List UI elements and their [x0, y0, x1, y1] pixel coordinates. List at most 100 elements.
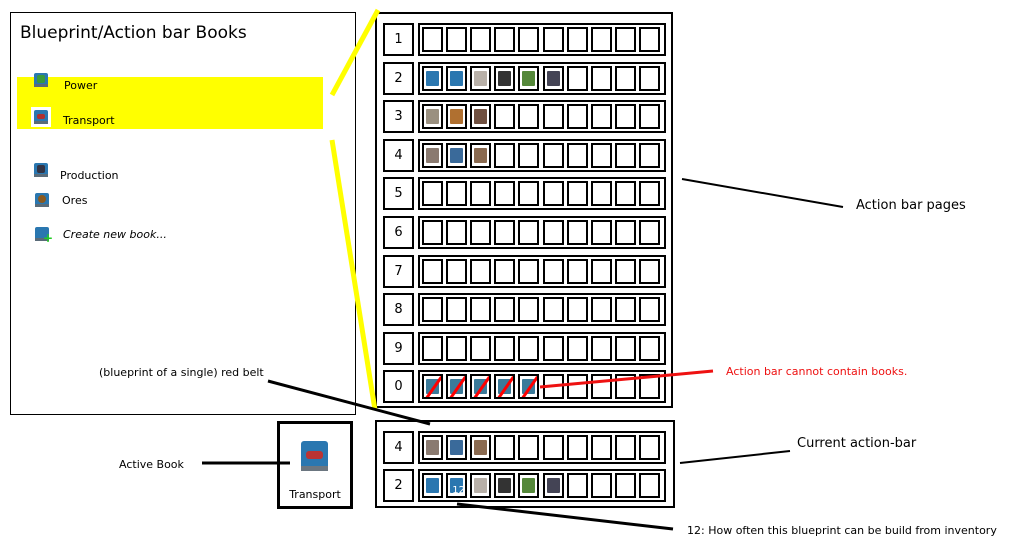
- slot[interactable]: [639, 473, 660, 498]
- slot[interactable]: [518, 65, 539, 91]
- slot[interactable]: [591, 181, 612, 207]
- slot[interactable]: [422, 374, 443, 400]
- active-book[interactable]: Transport: [277, 421, 353, 509]
- slot[interactable]: [518, 142, 539, 168]
- slot[interactable]: [422, 435, 443, 460]
- slot[interactable]: [494, 104, 515, 130]
- slot[interactable]: [591, 220, 612, 245]
- slot[interactable]: [518, 473, 539, 498]
- current_action_bar-page-label[interactable]: 4: [383, 431, 414, 464]
- current_action_bar-page-label[interactable]: 2: [383, 469, 414, 502]
- slot[interactable]: [591, 104, 612, 130]
- slot[interactable]: [470, 258, 491, 284]
- slot[interactable]: [494, 335, 515, 361]
- slot[interactable]: [543, 104, 564, 130]
- slot[interactable]: [543, 335, 564, 361]
- slot[interactable]: [422, 181, 443, 207]
- slot[interactable]: [615, 335, 636, 361]
- slot[interactable]: [422, 297, 443, 323]
- slot[interactable]: [446, 27, 467, 52]
- slot[interactable]: [446, 297, 467, 323]
- action_bar_pages-page-label[interactable]: 3: [383, 100, 414, 134]
- slot[interactable]: [567, 435, 588, 460]
- action_bar_pages-page-label[interactable]: 6: [383, 216, 414, 249]
- slot[interactable]: [422, 142, 443, 168]
- slot[interactable]: [639, 181, 660, 207]
- slot[interactable]: [446, 374, 467, 400]
- slot[interactable]: [639, 435, 660, 460]
- slot[interactable]: [639, 27, 660, 52]
- slot[interactable]: [494, 65, 515, 91]
- slot[interactable]: [543, 297, 564, 323]
- slot[interactable]: [470, 181, 491, 207]
- slot[interactable]: [470, 142, 491, 168]
- action_bar_pages-page-label[interactable]: 0: [383, 370, 414, 404]
- slot[interactable]: [567, 297, 588, 323]
- action_bar_pages-page-label[interactable]: 8: [383, 293, 414, 327]
- book-item-production[interactable]: Production: [34, 157, 119, 182]
- book-item-power[interactable]: Power: [34, 67, 97, 92]
- slot[interactable]: [494, 374, 515, 400]
- slot[interactable]: [446, 181, 467, 207]
- slot[interactable]: 12: [446, 473, 467, 498]
- slot[interactable]: [518, 181, 539, 207]
- slot[interactable]: [422, 473, 443, 498]
- action_bar_pages-page-label[interactable]: 5: [383, 177, 414, 211]
- slot[interactable]: [591, 27, 612, 52]
- slot[interactable]: [615, 435, 636, 460]
- slot[interactable]: [446, 142, 467, 168]
- action_bar_pages-page-label[interactable]: 2: [383, 61, 414, 95]
- slot[interactable]: [639, 258, 660, 284]
- slot[interactable]: [422, 220, 443, 245]
- action_bar_pages-page-label[interactable]: 7: [383, 254, 414, 288]
- slot[interactable]: [639, 142, 660, 168]
- slot[interactable]: [494, 27, 515, 52]
- slot[interactable]: [494, 435, 515, 460]
- book-item-transport[interactable]: Transport: [31, 107, 115, 127]
- slot[interactable]: [567, 220, 588, 245]
- slot[interactable]: [446, 258, 467, 284]
- slot[interactable]: [446, 435, 467, 460]
- slot[interactable]: [615, 374, 636, 400]
- action_bar_pages-page-label[interactable]: 1: [383, 23, 414, 56]
- slot[interactable]: [518, 220, 539, 245]
- slot[interactable]: [470, 220, 491, 245]
- slot[interactable]: [543, 142, 564, 168]
- slot[interactable]: [615, 65, 636, 91]
- slot[interactable]: [543, 27, 564, 52]
- slot[interactable]: [470, 27, 491, 52]
- slot[interactable]: [615, 297, 636, 323]
- slot[interactable]: [615, 142, 636, 168]
- slot[interactable]: [567, 27, 588, 52]
- slot[interactable]: [567, 65, 588, 91]
- book-item-ores[interactable]: Ores: [35, 192, 87, 207]
- slot[interactable]: [591, 258, 612, 284]
- slot[interactable]: [567, 473, 588, 498]
- slot[interactable]: [639, 220, 660, 245]
- slot[interactable]: [543, 181, 564, 207]
- slot[interactable]: [422, 27, 443, 52]
- slot[interactable]: [518, 27, 539, 52]
- slot[interactable]: [446, 335, 467, 361]
- slot[interactable]: [639, 65, 660, 91]
- slot[interactable]: [470, 335, 491, 361]
- slot[interactable]: [518, 374, 539, 400]
- slot[interactable]: [591, 374, 612, 400]
- slot[interactable]: [615, 104, 636, 130]
- action_bar_pages-page-label[interactable]: 9: [383, 331, 414, 365]
- slot[interactable]: [639, 335, 660, 361]
- slot[interactable]: [591, 297, 612, 323]
- slot[interactable]: [422, 335, 443, 361]
- action_bar_pages-page-label[interactable]: 4: [383, 138, 414, 172]
- slot[interactable]: [470, 297, 491, 323]
- slot[interactable]: [494, 220, 515, 245]
- slot[interactable]: [543, 258, 564, 284]
- slot[interactable]: [567, 374, 588, 400]
- slot[interactable]: [518, 435, 539, 460]
- slot[interactable]: [615, 258, 636, 284]
- slot[interactable]: [615, 473, 636, 498]
- slot[interactable]: [567, 181, 588, 207]
- slot[interactable]: [518, 258, 539, 284]
- slot[interactable]: [543, 220, 564, 245]
- slot[interactable]: [446, 220, 467, 245]
